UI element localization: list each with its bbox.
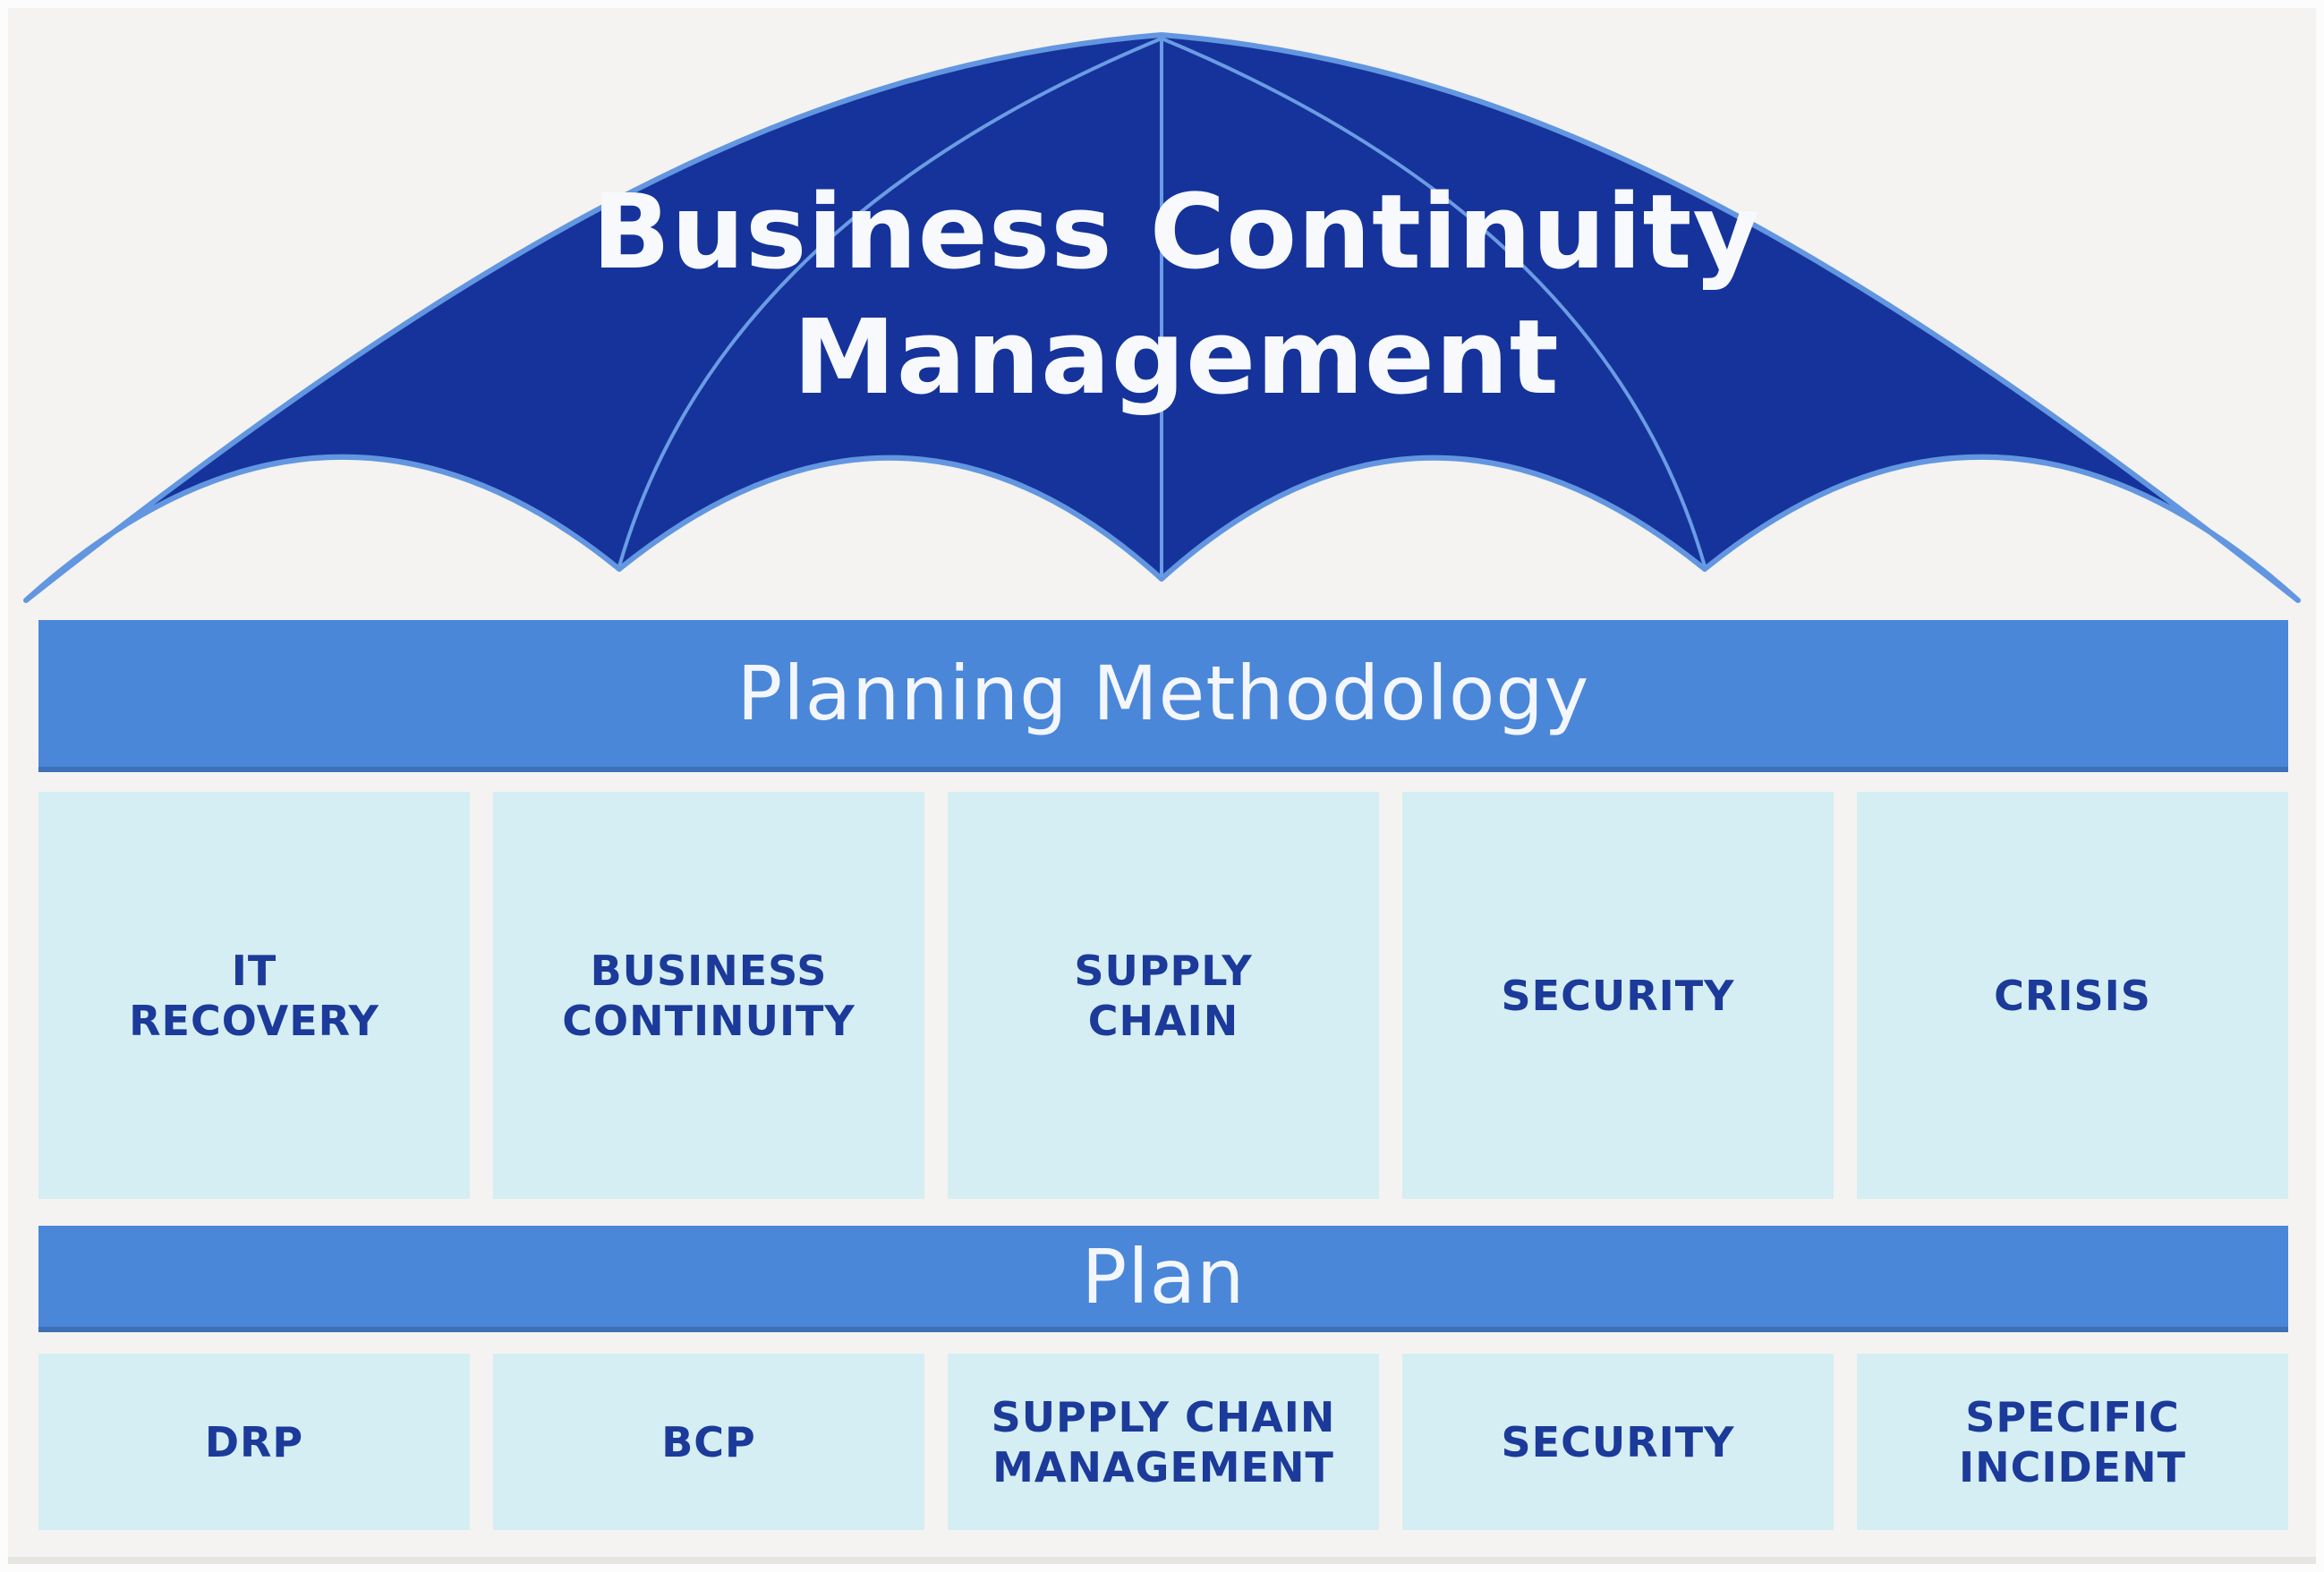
- plan-box-drp: DRP: [38, 1354, 470, 1530]
- plan-label: Plan: [1081, 1232, 1246, 1321]
- umbrella-rib-right: [1161, 37, 1707, 567]
- umbrella-rib-left: [617, 37, 1162, 567]
- umbrella-title: Business Continuity Management: [592, 173, 1761, 418]
- methodology-box-business-continuity: BUSINESS CONTINUITY: [493, 792, 924, 1199]
- plan-box-specific-incident: SPECIFIC INCIDENT: [1857, 1354, 2288, 1530]
- methodology-box-supply-chain: SUPPLY CHAIN: [948, 792, 1379, 1199]
- planning-methodology-label: Planning Methodology: [736, 650, 1590, 737]
- bottom-edge: [8, 1557, 2316, 1564]
- methodology-box-security: SECURITY: [1402, 792, 1834, 1199]
- plan-box-supply-chain-management: SUPPLY CHAIN MANAGEMENT: [948, 1354, 1379, 1530]
- planning-methodology-bar: Planning Methodology: [38, 620, 2288, 772]
- plan-box-security: SECURITY: [1402, 1354, 1834, 1530]
- plan-bar: Plan: [38, 1226, 2288, 1332]
- methodology-box-row: IT RECOVERY BUSINESS CONTINUITY SUPPLY C…: [38, 792, 2288, 1199]
- methodology-box-crisis: CRISIS: [1857, 792, 2288, 1199]
- methodology-box-it-recovery: IT RECOVERY: [38, 792, 470, 1199]
- plan-box-bcp: BCP: [493, 1354, 924, 1530]
- umbrella-graphic: [23, 32, 2301, 603]
- plan-box-row: DRP BCP SUPPLY CHAIN MANAGEMENT SECURITY…: [38, 1354, 2288, 1530]
